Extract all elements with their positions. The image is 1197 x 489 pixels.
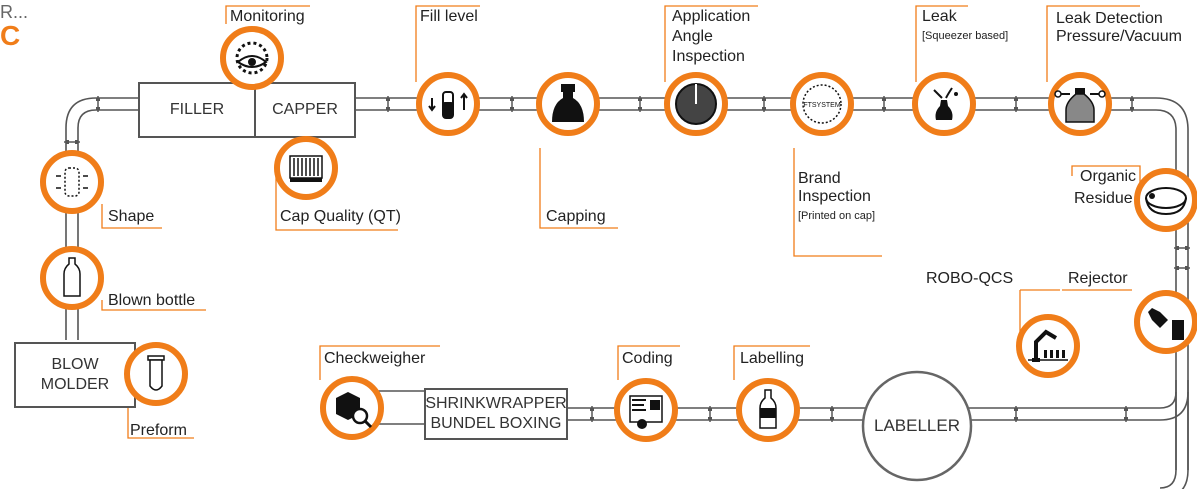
conveyor-top: [65, 97, 1189, 470]
leak-detection-station: [1048, 72, 1112, 136]
organic-residue-label-2: Residue: [1074, 190, 1133, 207]
capping-label: Capping: [546, 208, 606, 225]
cap-quality-label: Cap Quality (QT): [280, 208, 401, 225]
organic-residue-station: [1134, 168, 1197, 232]
coding-station: [614, 378, 678, 442]
labeller-label: LABELLER: [874, 416, 960, 435]
brand-inspection-sublabel: [Printed on cap]: [798, 210, 876, 222]
capper-label: CAPPER: [272, 101, 338, 118]
cap-quality-station: [274, 136, 338, 200]
labelled-bottle-icon: [759, 389, 777, 429]
filler-box: FILLER: [138, 82, 256, 138]
bottle-level-icon: [428, 91, 468, 119]
capping-station: [536, 72, 600, 136]
rejector-label: Rejector: [1068, 270, 1128, 287]
leak-detection-label-1: Leak Detection: [1056, 10, 1163, 27]
cap-print-icon: FTSYSTEM: [802, 84, 842, 124]
eye-gear-icon: [235, 41, 269, 75]
leak-station: [912, 72, 976, 136]
shrinkwrapper-box: SHRINKWRAPPER BUNDEL BOXING: [424, 388, 568, 440]
checkweigher-label: Checkweigher: [324, 350, 426, 367]
monitoring-station: [220, 26, 284, 90]
svg-text:FTSYSTEM: FTSYSTEM: [803, 102, 841, 109]
brand-inspection-label-1: Brand: [798, 170, 841, 187]
shape-label: Shape: [108, 208, 155, 225]
robo-qcs-station: [1016, 314, 1080, 378]
blown-bottle-label: Blown bottle: [108, 292, 196, 309]
shape-station: [40, 150, 104, 214]
labelling-label: Labelling: [740, 350, 805, 367]
preform-icon: [147, 355, 165, 391]
shrinkwrapper-label-2: BUNDEL BOXING: [430, 415, 562, 432]
blown-bottle-station: [40, 246, 104, 310]
blow-molder-label-2: MOLDER: [40, 376, 110, 393]
bottle-outline-icon: [63, 257, 81, 297]
leak-detection-label-2: Pressure/Vacuum: [1056, 28, 1182, 45]
preform-label: Preform: [130, 422, 187, 439]
labelling-station: [736, 378, 800, 442]
application-angle-label-2: Angle: [672, 28, 713, 45]
label-code-icon: [629, 395, 663, 429]
callout-lines: [101, 5, 1141, 439]
brand-ellipsis: R...: [0, 2, 29, 22]
preform-station: [124, 342, 188, 406]
blow-molder-box: BLOW MOLDER: [14, 342, 136, 408]
cap-ribs-icon: [289, 155, 323, 182]
application-angle-station: [664, 72, 728, 136]
fill-level-label: Fill level: [420, 8, 478, 25]
pressure-bottle-icon: [1054, 88, 1106, 123]
fill-level-station: [416, 72, 480, 136]
bottle-shape-icon: [56, 167, 88, 197]
coding-label: Coding: [622, 350, 673, 367]
monitoring-label: Monitoring: [230, 8, 305, 25]
leak-label: Leak: [922, 8, 957, 25]
capper-box: CAPPER: [254, 82, 356, 138]
reject-bottle-icon: [1148, 308, 1184, 340]
box-magnifier-icon: [336, 392, 373, 429]
shrinkwrapper-label-1: SHRINKWRAPPER: [425, 395, 567, 412]
robot-arm-icon: [1028, 329, 1068, 362]
application-angle-label-3: Inspection: [672, 48, 745, 65]
organic-residue-label-1: Organic: [1080, 168, 1137, 185]
squeeze-bottle-icon: [933, 87, 958, 120]
checkweigher-station: [320, 376, 384, 440]
rejector-station: [1134, 290, 1197, 354]
bowl-icon: [1145, 187, 1187, 216]
leak-sublabel: [Squeezer based]: [922, 30, 1009, 42]
application-angle-label-1: Application: [672, 8, 751, 25]
labeller-circle: [861, 370, 973, 482]
blow-molder-label-1: BLOW: [51, 356, 99, 373]
cap-angle-icon: [675, 83, 717, 125]
brand-mark: C: [0, 20, 21, 51]
brand-inspection-station: FTSYSTEM: [790, 72, 854, 136]
brand-inspection-label-2: Inspection: [798, 188, 871, 205]
capping-icon: [552, 84, 584, 122]
robo-qcs-label: ROBO-QCS: [926, 270, 1014, 287]
filler-label: FILLER: [169, 101, 225, 118]
